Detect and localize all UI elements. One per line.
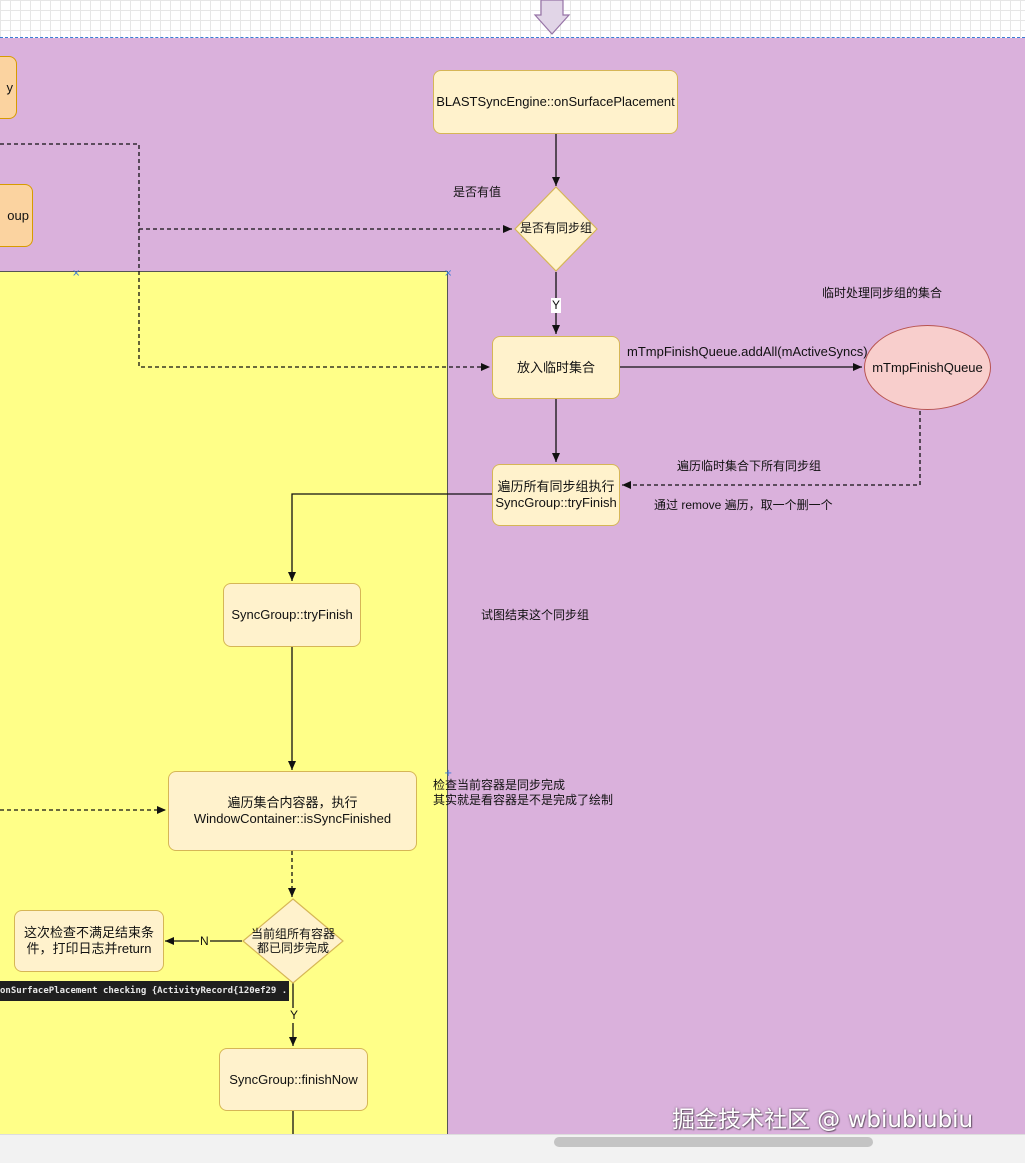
edge-queue-to-iterate (622, 411, 921, 489)
label-no: N (199, 934, 210, 949)
label-check-synced: 检查当前容器是同步完成 其实就是看容器是不是完成了绘制 (433, 778, 614, 807)
svg-text:+: + (444, 768, 452, 779)
label-iterate-temp: 遍历临时集合下所有同步组 (677, 459, 822, 473)
decision-diamond-shape-1 (514, 186, 598, 272)
watermark: 掘金技术社区 @ wbiubiubiu (672, 1107, 974, 1133)
top-arrow-shape (533, 0, 571, 35)
label-remove-iterate: 通过 remove 遍历，取一个删一个 (654, 498, 833, 512)
partial-node-top[interactable]: y (0, 56, 17, 119)
log-console-snippet: onSurfacePlacement checking {ActivityRec… (0, 981, 289, 1001)
canvas-grid (0, 0, 1025, 38)
horizontal-scrollbar-thumb[interactable] (554, 1137, 873, 1147)
label-yes-first: Y (551, 298, 562, 313)
node-not-satisfied-return[interactable]: 这次检查不满足结束条 件，打印日志并return (14, 910, 164, 972)
label-has-value: 是否有值 (453, 185, 502, 199)
node-on-surface-placement[interactable]: BLASTSyncEngine::onSurfacePlacement (433, 70, 678, 134)
node-tmp-finish-queue[interactable]: mTmpFinishQueue (864, 325, 991, 410)
node-iterate-sync-groups[interactable]: 遍历所有同步组执行 SyncGroup::tryFinish (492, 464, 620, 526)
label-yes-second: Y (289, 1008, 300, 1023)
node-put-temp-set[interactable]: 放入临时集合 (492, 336, 620, 399)
svg-text:×: × (444, 268, 452, 279)
page-break-line (0, 37, 1025, 38)
decision-diamond-shape-2 (242, 898, 344, 984)
node-finish-now[interactable]: SyncGroup::finishNow (219, 1048, 368, 1111)
decision-all-synced[interactable]: 当前组所有容器 都已同步完成 (250, 927, 335, 955)
node-iterate-containers[interactable]: 遍历集合内容器，执行 WindowContainer::isSyncFinish… (168, 771, 417, 851)
label-try-end: 试图结束这个同步组 (481, 608, 590, 622)
label-temp-set-title: 临时处理同步组的集合 (822, 286, 943, 300)
edge-left-to-put (0, 143, 490, 371)
node-try-finish[interactable]: SyncGroup::tryFinish (223, 583, 361, 647)
label-add-all: mTmpFinishQueue.addAll(mActiveSyncs) (627, 344, 868, 359)
svg-text:×: × (72, 268, 80, 279)
edge-iterate-to-tryfinish (288, 493, 492, 581)
decision-has-sync-group[interactable]: 是否有同步组 (519, 221, 592, 235)
partial-node-group[interactable]: oup (0, 184, 33, 247)
